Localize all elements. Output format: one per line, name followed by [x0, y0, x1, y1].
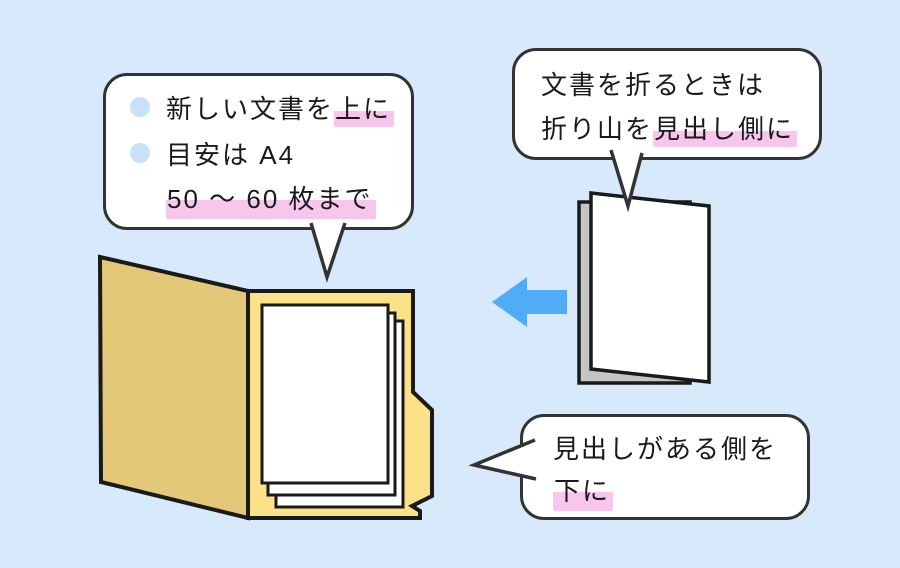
folded-document-front — [589, 191, 711, 384]
bubble-line: 折り山を見出し側に — [541, 105, 819, 149]
highlighted-text: 下に — [553, 471, 614, 511]
folded-document-back — [577, 200, 692, 385]
bubble-line: 見出しがある側を — [553, 425, 807, 469]
left-arrow-icon — [492, 277, 567, 327]
bubble-line: 50 〜 60 枚まで — [130, 176, 411, 222]
circle-bullet-icon — [130, 97, 150, 117]
text-segment: 新しい文書を — [166, 93, 335, 124]
paper-sheet-back — [274, 319, 405, 509]
highlighted-text: 50 〜 60 枚まで — [166, 179, 376, 219]
paper-sheet-front — [260, 303, 390, 485]
circle-bullet-icon — [130, 143, 150, 163]
speech-bubble-new-docs: 新しい文書を上に 目安は A4 50 〜 60 枚まで — [103, 73, 414, 230]
folder-back-panel — [246, 289, 434, 520]
highlighted-text: 見出し側に — [653, 113, 798, 147]
bubble-text: 文書を折るときは — [541, 69, 766, 100]
folder-front-flap — [97, 254, 250, 521]
bubble-line: 下に — [553, 469, 807, 513]
paper-sheet-middle — [266, 311, 397, 497]
bubble-line: 文書を折るときは — [541, 61, 819, 105]
bubble-text: 折り山を見出し側に — [541, 109, 798, 147]
highlighted-text: 上に — [334, 93, 395, 127]
speech-bubble-heading-side: 見出しがある側を 下に — [520, 414, 810, 520]
bubble-text: 目安は A4 — [166, 139, 296, 170]
bubble-text: 見出しがある側を — [553, 433, 778, 464]
speech-bubble-folding: 文書を折るときは 折り山を見出し側に — [512, 48, 822, 160]
text-segment: 折り山を — [541, 113, 654, 144]
bubble-line: 新しい文書を上に — [130, 84, 411, 130]
bubble-tail-top-left — [309, 222, 347, 283]
bubble-text: 新しい文書を上に — [166, 89, 395, 127]
bubble-line: 目安は A4 — [130, 130, 411, 176]
